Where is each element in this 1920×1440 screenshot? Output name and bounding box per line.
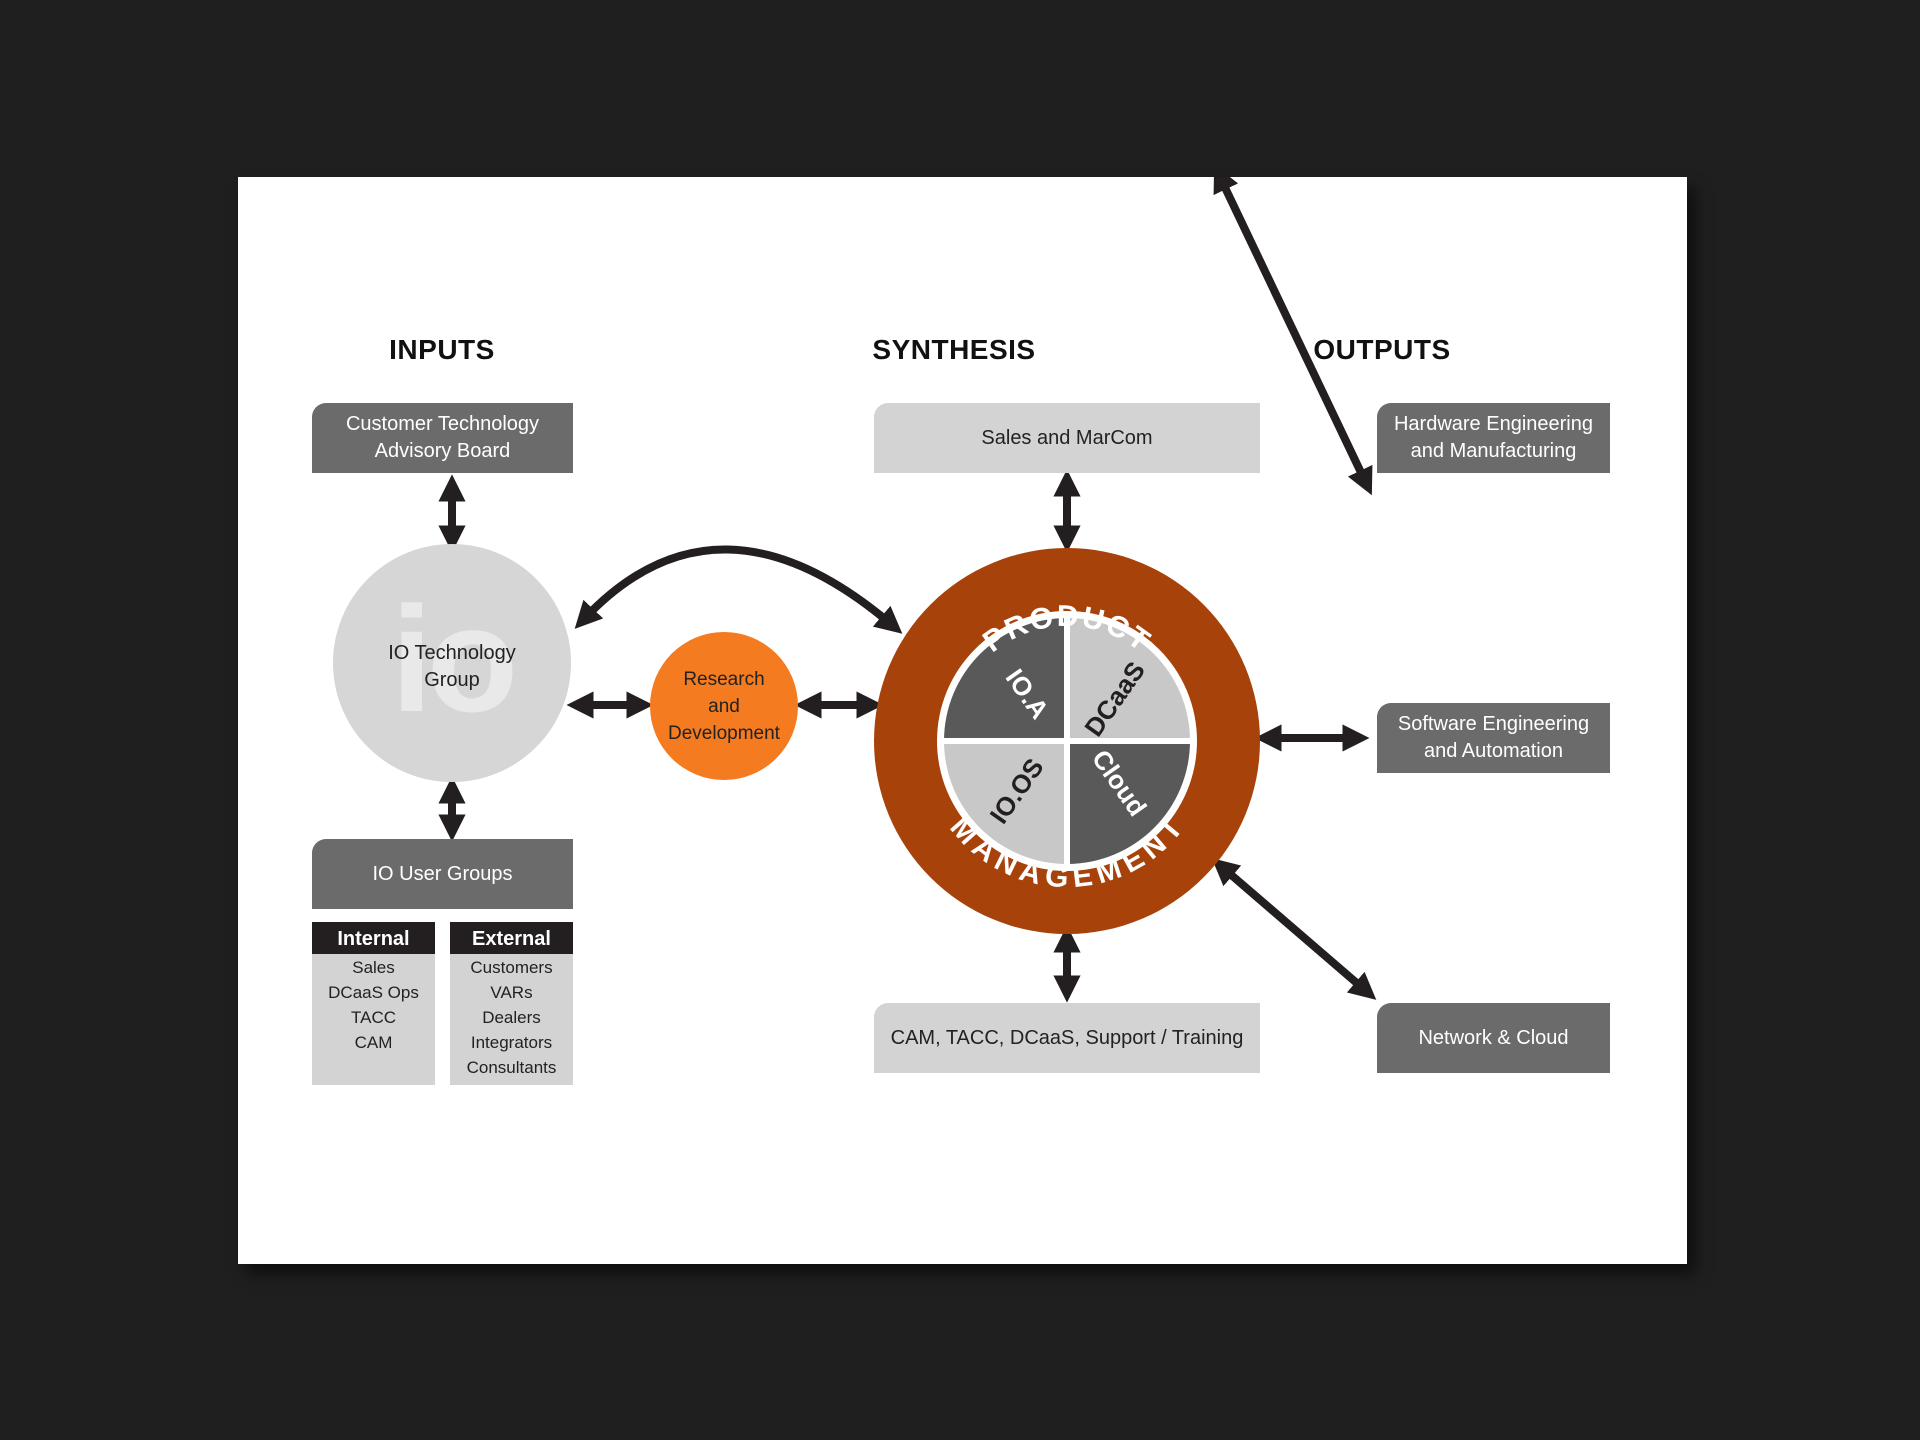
io-technology-group-label: IO Technology Group <box>388 642 516 691</box>
arrow-pm-to-hardware <box>1213 177 1373 496</box>
external-list-title: External <box>450 922 573 954</box>
quadrant-dcaas <box>1067 618 1190 741</box>
diagram-canvas: INPUTS SYNTHESIS OUTPUTS Customer Techno… <box>238 177 1687 1264</box>
internal-list: Internal Sales DCaaS Ops TACC CAM <box>312 922 435 1085</box>
list-item: Customers <box>470 958 553 977</box>
io-technology-group-circle: io IO Technology Group <box>333 544 571 782</box>
advisory-board-box: Customer Technology Advisory Board <box>312 403 573 473</box>
list-item: TACC <box>350 1008 396 1027</box>
list-item: DCaaS Ops <box>328 983 419 1002</box>
research-development-circle: Research and Development <box>650 632 798 780</box>
hardware-engineering-box: Hardware Engineering and Manufacturing <box>1377 403 1610 473</box>
list-item: VARs <box>490 983 533 1002</box>
io-logo: io <box>391 575 518 743</box>
connector-arrows <box>438 177 1377 1003</box>
list-item: Sales <box>352 958 395 977</box>
arrow-pm-to-network <box>1211 858 1377 1000</box>
list-item: Dealers <box>482 1008 541 1027</box>
internal-list-title: Internal <box>312 922 435 954</box>
quadrant-cloud <box>1067 741 1190 864</box>
user-groups-box: IO User Groups <box>312 839 573 909</box>
list-item: Consultants <box>466 1058 557 1077</box>
sales-marcom-box: Sales and MarCom <box>874 403 1260 473</box>
list-item: CAM <box>354 1033 393 1052</box>
external-list: External Customers VARs Dealers Integrat… <box>450 922 573 1085</box>
quadrant-ioa <box>944 618 1067 741</box>
list-item: Integrators <box>470 1033 553 1052</box>
arrow-curved-group-to-pm <box>574 545 903 634</box>
network-cloud-box: Network & Cloud <box>1377 1003 1610 1073</box>
quadrant-ioos <box>944 741 1067 864</box>
support-training-box: CAM, TACC, DCaaS, Support / Training <box>874 1003 1260 1073</box>
product-management-wheel: PRODUCT MANAGEMENT IO.A DCaaS IO.OS Clou… <box>874 548 1260 934</box>
inputs-heading: INPUTS <box>389 334 495 365</box>
synthesis-heading: SYNTHESIS <box>872 334 1036 365</box>
software-engineering-box: Software Engineering and Automation <box>1377 703 1610 773</box>
